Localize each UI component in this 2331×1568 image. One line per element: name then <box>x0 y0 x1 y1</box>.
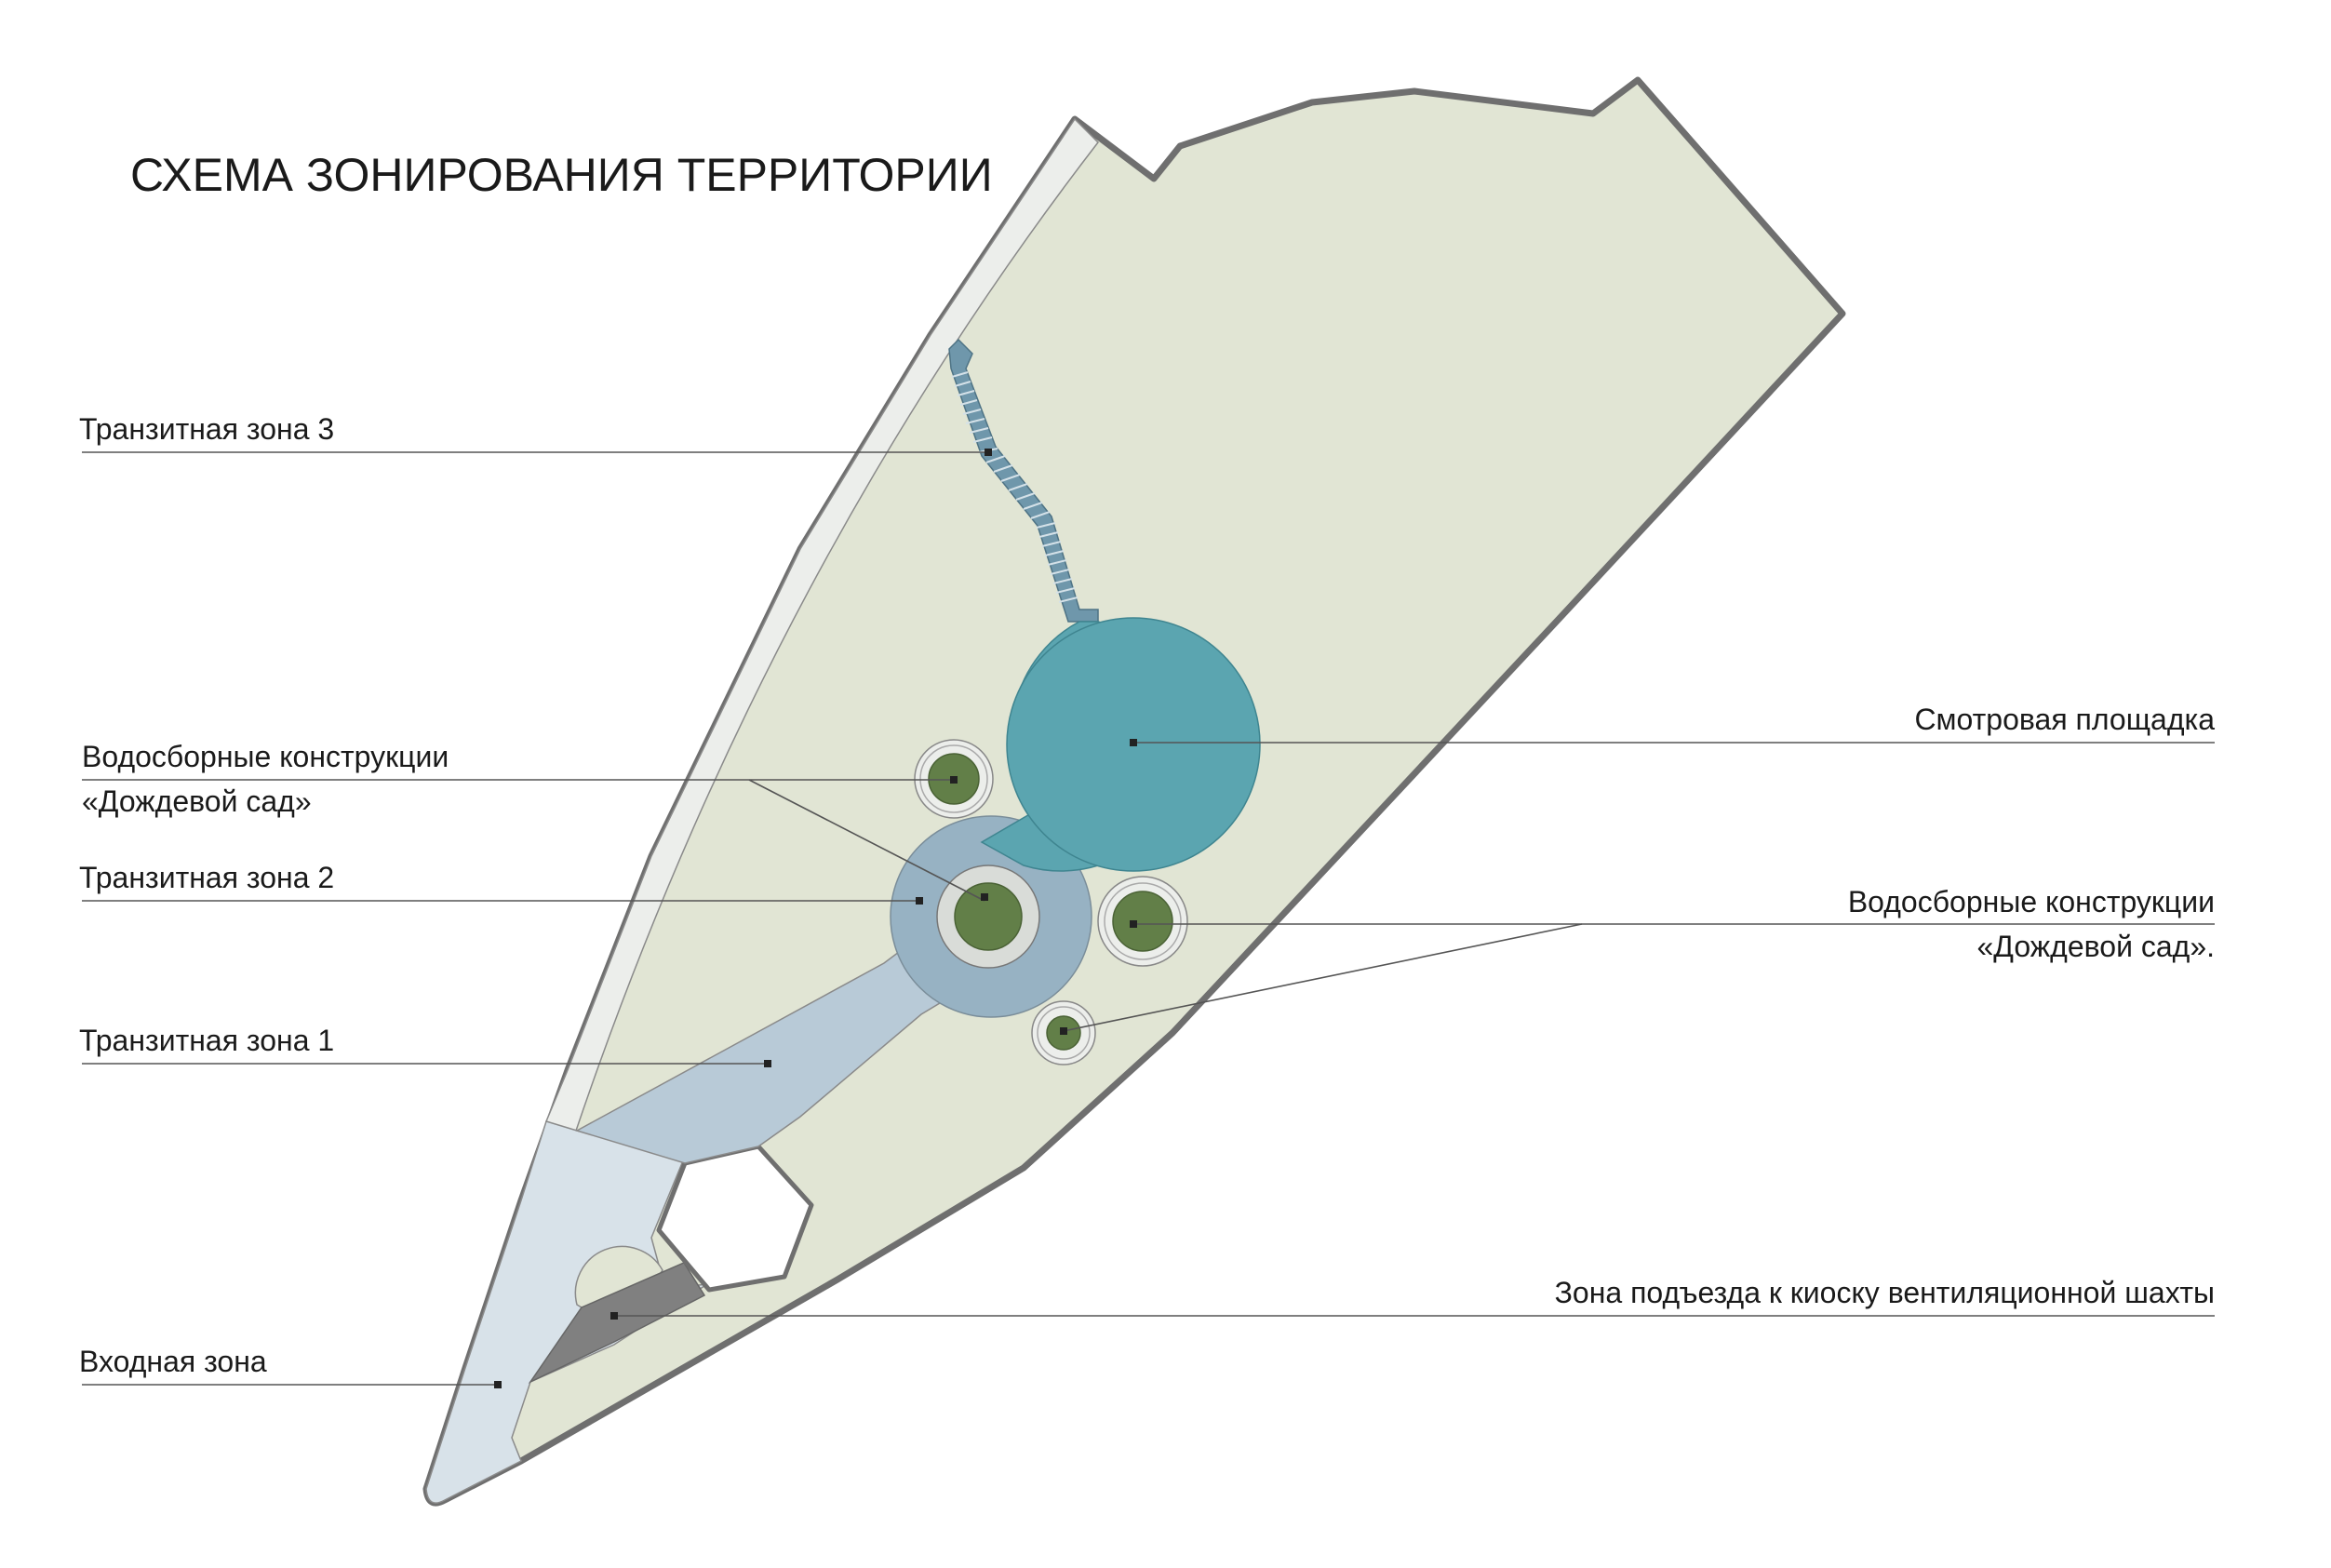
label-entrance-zone: Входная зона <box>79 1345 267 1378</box>
diagram-title: СХЕМА ЗОНИРОВАНИЯ ТЕРРИТОРИИ <box>130 149 993 201</box>
marker-dots <box>494 449 1137 1388</box>
perimeter-path-strip <box>545 117 1099 1135</box>
label-rain-garden-right-line2: «Дождевой сад». <box>1977 930 2216 963</box>
label-kiosk-access-zone: Зона подъезда к киоску вентиляционной ша… <box>1555 1276 2215 1309</box>
rain-garden-right <box>1097 876 1188 967</box>
entrance-semicircle <box>574 1245 663 1308</box>
label-transit-zone-2: Транзитная зона 2 <box>79 861 334 894</box>
label-viewing-platform: Смотровая площадка <box>1914 703 2215 736</box>
label-rain-garden-left-line2: «Дождевой сад» <box>82 784 312 818</box>
rain-garden-center <box>936 864 1040 969</box>
label-transit-zone-3: Транзитная зона 3 <box>79 412 334 446</box>
leader-lines <box>82 451 2215 1386</box>
label-rain-garden-right-line1: Водосборные конструкции <box>1848 885 2215 918</box>
kiosk-access-zone <box>528 1262 706 1384</box>
label-rain-garden-left-line1: Водосборные конструкции <box>82 740 449 773</box>
label-transit-zone-1: Транзитная зона 1 <box>79 1024 334 1057</box>
